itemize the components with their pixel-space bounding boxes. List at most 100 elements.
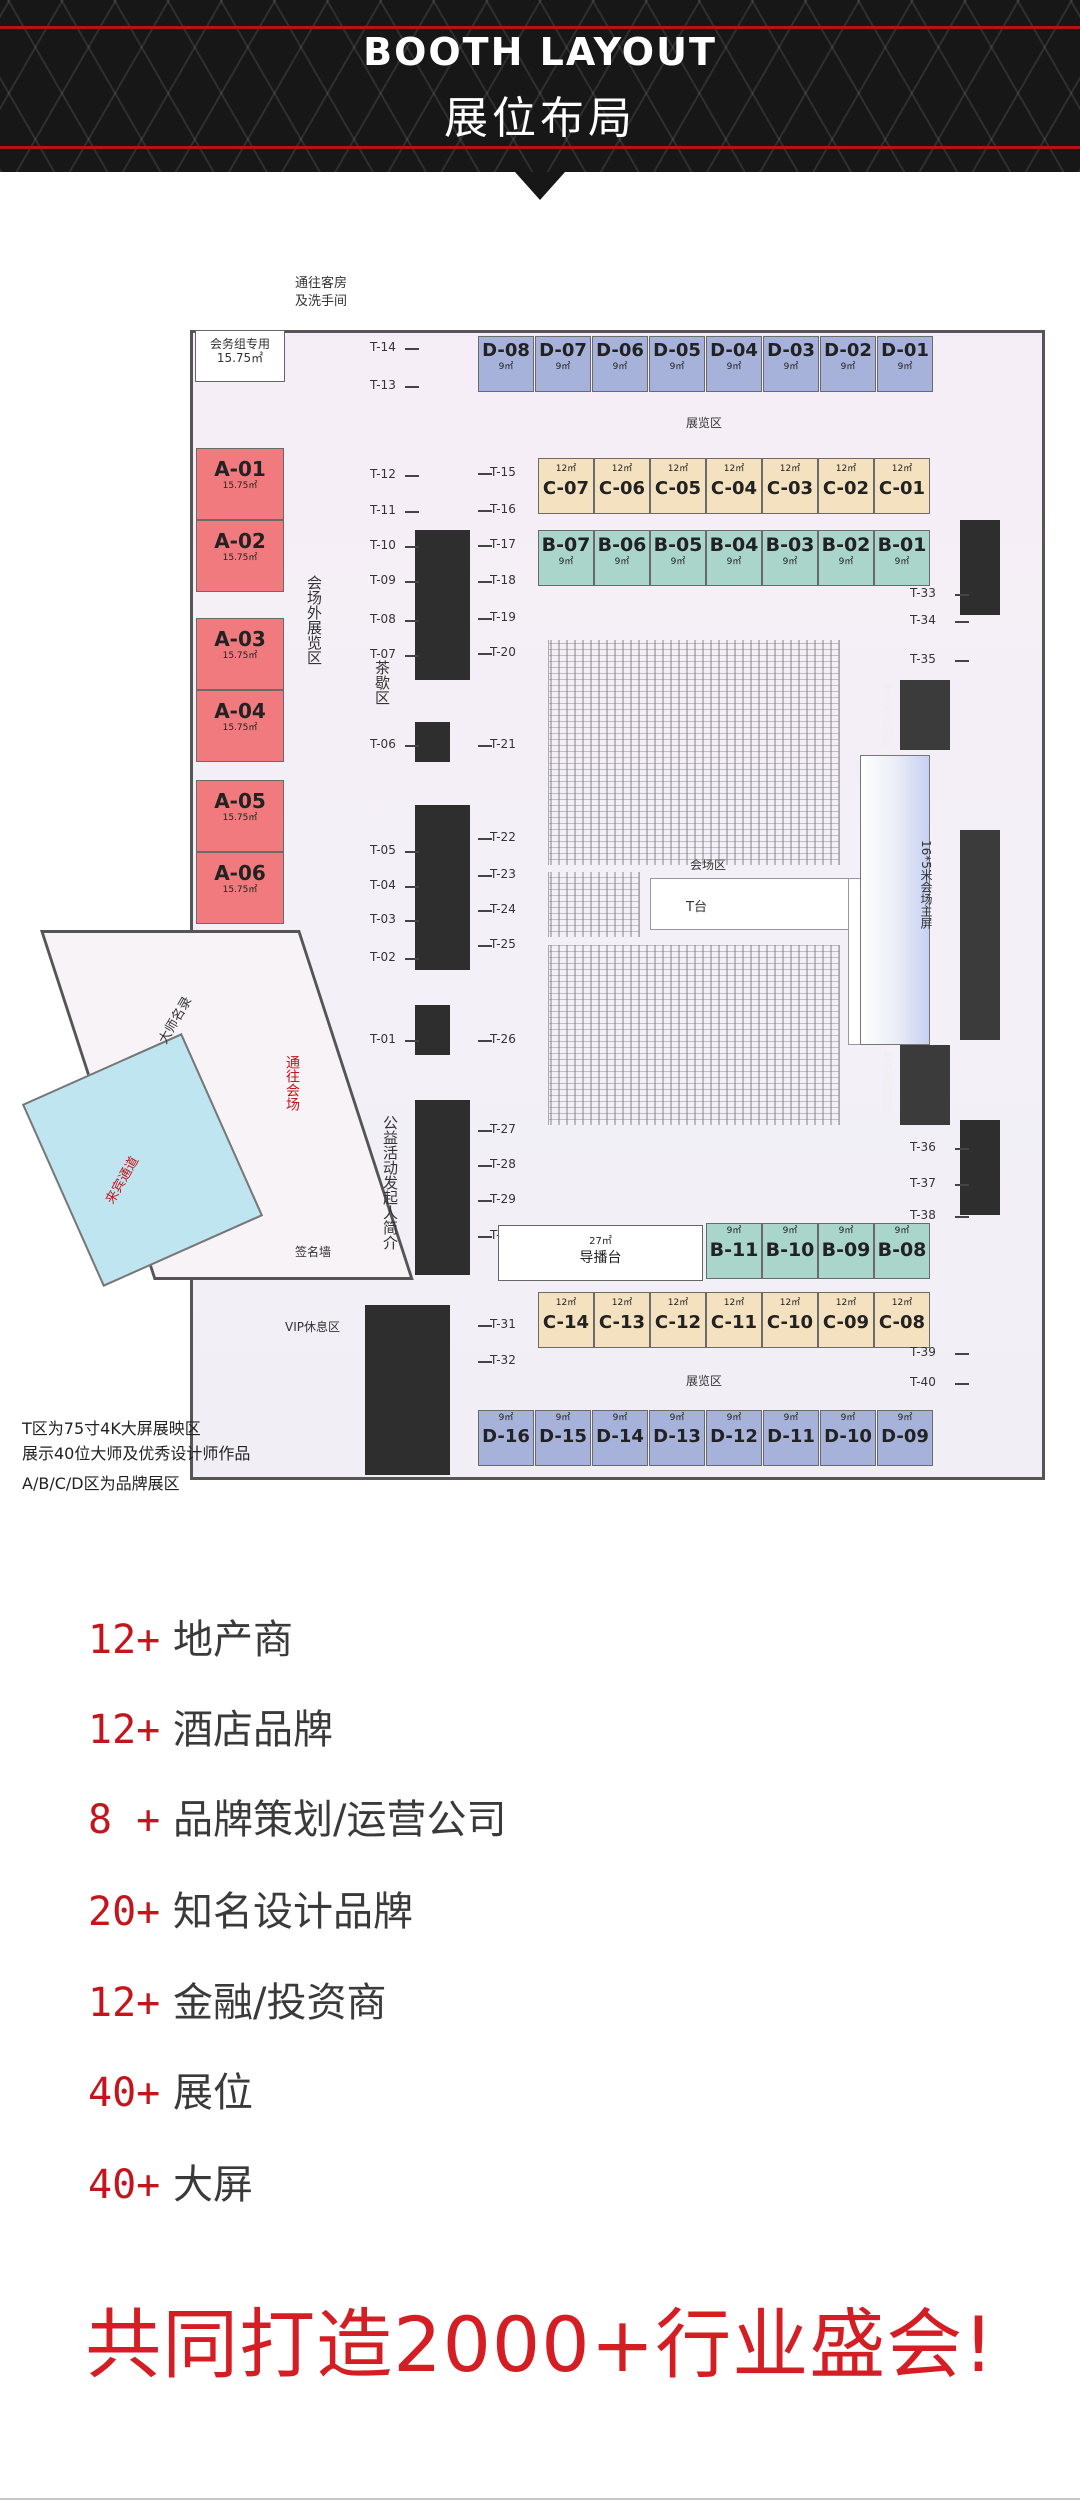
booth-code: D-11 [767,1426,815,1447]
t-screen-marker [955,1148,969,1150]
wall-block [960,830,1000,1040]
t-screen-t-07: T-07 [370,647,396,661]
audience-seating-bottom [548,945,840,1125]
t-screen-marker [478,653,492,655]
meeting-group-label: 会务组专用 [209,337,270,351]
t-screen-marker [478,510,492,512]
booth-code: D-08 [482,340,530,361]
booth-area: 9㎡ [558,557,574,567]
t-screen-marker [955,660,969,662]
booth-area: 9㎡ [726,557,742,567]
t-screen-t-31: T-31 [490,1317,516,1331]
t-screen-marker [478,1040,492,1042]
booth-area: 12㎡ [611,464,633,474]
booth-area: 9㎡ [612,362,628,372]
booth-code: B-05 [653,534,703,556]
booth-area: 12㎡ [779,1298,801,1308]
booth-code: C-10 [766,1312,814,1333]
stat-label: 金融/投资商 [172,1980,387,2026]
booth-code: C-12 [654,1312,702,1333]
booth-code: D-03 [767,340,815,361]
booth-code: D-13 [653,1426,701,1447]
booth-area: 15.75㎡ [222,553,258,563]
t-screen-t-23: T-23 [490,867,516,881]
stat-item: 12+ 金融/投资商 [88,1983,386,2023]
booth-area: 12㎡ [555,1298,577,1308]
booth-code: D-12 [710,1426,758,1447]
booth-code: C-07 [542,478,590,499]
t-screen-t-39: T-39 [910,1345,936,1359]
t-screen-t-20: T-20 [490,645,516,659]
banner-notch [515,172,565,200]
note-line-3: A/B/C/D区为品牌展区 [22,1474,180,1493]
booth-area: 9㎡ [840,362,856,372]
stat-number: 40+ [88,2070,161,2116]
booth-code: A-02 [214,529,266,553]
t-screen-marker [955,1383,969,1385]
t-screen-marker [478,1236,492,1238]
t-screen-t-09: T-09 [370,573,396,587]
t-screen-t-37: T-37 [910,1176,936,1190]
booth-code: B-06 [597,534,647,556]
t-screen-t-17: T-17 [490,537,516,551]
stat-label: 品牌策划/运营公司 [172,1797,507,1843]
t-screen-t-14: T-14 [370,340,396,354]
t-screen-marker [405,546,419,548]
booth-area: 9㎡ [838,1226,854,1236]
t-screen-marker [478,1325,492,1327]
booth-code: B-11 [709,1239,759,1261]
side-screen-block [900,1045,950,1125]
t-screen-marker [405,620,419,622]
wall-block [415,805,470,970]
audience-seating-top [548,640,840,865]
t-screen-t-22: T-22 [490,830,516,844]
booth-code: C-14 [542,1312,590,1333]
booth-area: 12㎡ [555,464,577,474]
header-banner: BOOTH LAYOUT 展位布局 [0,0,1080,200]
booth-code: B-04 [709,534,759,556]
booth-area: 9㎡ [783,1413,799,1423]
t-screen-t-05: T-05 [370,843,396,857]
bottom-divider [0,2498,1080,2500]
restroom-label: 及洗手间 [295,294,348,309]
booth-area: 9㎡ [726,362,742,372]
booth-area: 9㎡ [897,1413,913,1423]
t-screen-marker [478,581,492,583]
booth-area: 12㎡ [891,464,913,474]
main-screen-label: 16*5米会场主屏 [919,840,933,929]
booth-code: D-05 [653,340,701,361]
t-screen-t-01: T-01 [370,1032,396,1046]
booth-code: C-13 [598,1312,646,1333]
meeting-group-area: 15.75㎡ [216,351,264,366]
t-screen-marker [955,1353,969,1355]
booth-area: 15.75㎡ [222,813,258,823]
booth-code: D-07 [539,340,587,361]
t-screen-marker [478,875,492,877]
booth-code: D-04 [710,340,758,361]
booth-area: 9㎡ [669,1413,685,1423]
stat-label: 大屏 [172,2162,253,2208]
stat-number: 12+ [88,1617,161,1663]
t-screen-marker [405,745,419,747]
stat-item: 12+ 地产商 [88,1620,293,1660]
booth-area: 9㎡ [840,1413,856,1423]
t-screen-marker [405,920,419,922]
t-screen-marker [478,745,492,747]
t-screen-t-11: T-11 [370,503,396,517]
t-screen-marker [478,545,492,547]
t-screen-marker [405,348,419,350]
stat-number: 12+ [88,1980,161,2026]
